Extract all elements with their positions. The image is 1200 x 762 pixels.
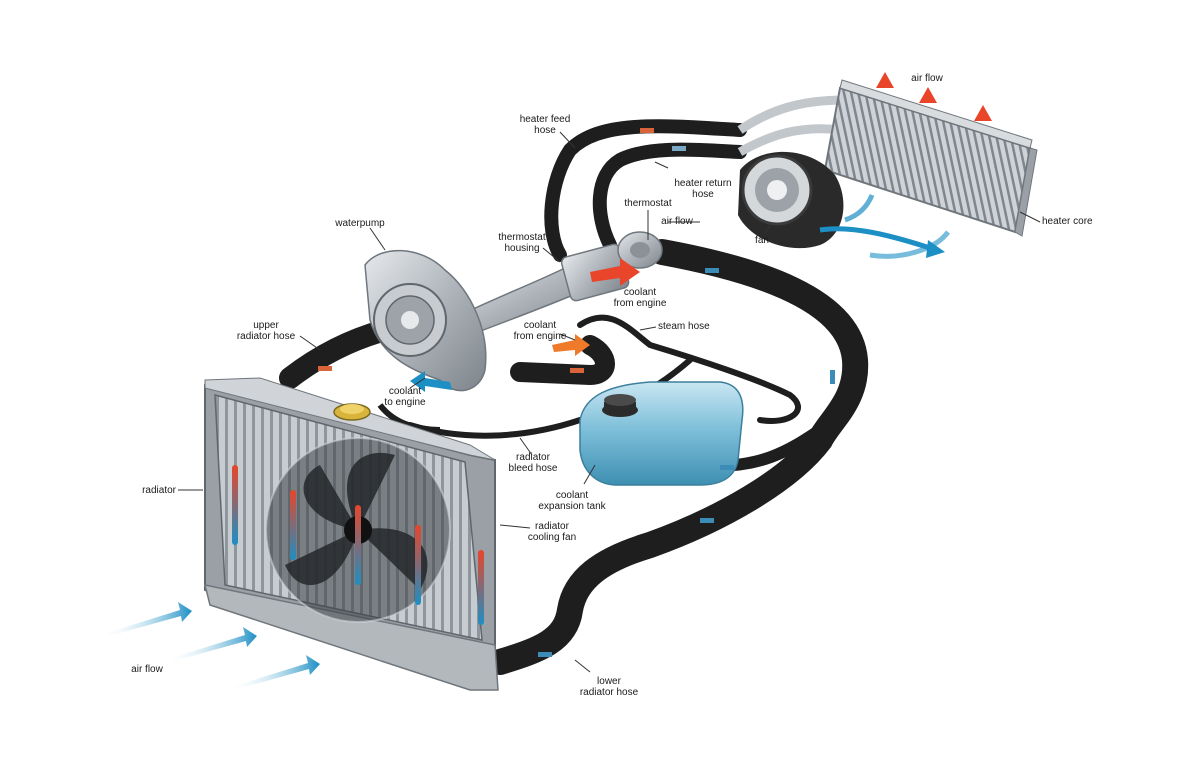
heater-return-hose-shape [592, 142, 747, 252]
lower-radiator-hose-shape [487, 239, 869, 675]
label-thermostat-housing: thermostat housing [494, 232, 550, 254]
radiator-temp-bar-3 [355, 505, 361, 585]
label-thermostat: thermostat [620, 198, 676, 209]
label-line: radiator hose [579, 687, 639, 698]
label-line: from engine [613, 298, 667, 309]
label-line: air flow [131, 664, 163, 675]
label-line: steam hose [658, 321, 710, 332]
label-line: thermostat [498, 232, 546, 243]
coolant-engine-hose-shape [510, 335, 615, 386]
label-coolant-expansion-tank: coolant expansion tank [530, 490, 614, 512]
label-radiator: radiator [120, 485, 176, 496]
label-lower-radiator-hose: lower radiator hose [574, 676, 644, 698]
label-line: from engine [513, 331, 567, 342]
label-line: to engine [384, 397, 426, 408]
label-air-flow-fan: air flow [655, 216, 699, 227]
label-radiator-bleed-hose: radiator bleed hose [505, 452, 561, 474]
label-steam-hose: steam hose [658, 321, 718, 332]
label-line: radiator [142, 485, 176, 496]
air-flow-arrows-fan [819, 193, 951, 259]
label-coolant-from-engine-1: coolant from engine [608, 287, 672, 309]
air-flow-arrows-bottom [100, 602, 320, 691]
label-line: expansion tank [538, 501, 606, 512]
label-line: cooling fan [527, 532, 577, 543]
waterpump-shape [364, 249, 487, 392]
label-line: coolant [388, 386, 422, 397]
label-line: radiator [516, 452, 550, 463]
label-line: coolant [555, 490, 589, 501]
label-line: air flow [911, 73, 943, 84]
label-line: lower [597, 676, 621, 687]
label-line: heater feed [519, 114, 571, 125]
label-heater-feed-hose: heater feed hose [515, 114, 575, 136]
radiator-temp-bar-2 [290, 490, 296, 560]
label-line: housing [504, 243, 540, 254]
label-upper-radiator-hose: upper radiator hose [230, 320, 302, 342]
label-line: thermostat [624, 198, 672, 209]
radiator-temp-bar-1 [232, 465, 238, 545]
label-heater-core: heater core [1042, 216, 1112, 227]
heater-tube-lower [737, 124, 841, 156]
label-line: fan [755, 235, 769, 246]
heater-tube-upper [737, 95, 846, 134]
label-air-flow-top: air flow [905, 73, 949, 84]
label-line: upper [253, 320, 279, 331]
label-line: heater core [1042, 216, 1093, 227]
label-line: hose [534, 125, 556, 136]
label-line: radiator [535, 521, 569, 532]
radiator-temp-bar-5 [478, 550, 484, 625]
label-line: coolant [523, 320, 557, 331]
upper-radiator-hose-shape [279, 319, 396, 389]
label-line: radiator hose [236, 331, 296, 342]
label-fan: fan [750, 235, 774, 246]
steam-hose-shape [577, 314, 801, 424]
label-coolant-from-engine-2: coolant from engine [508, 320, 572, 342]
label-air-flow-bottom: air flow [125, 664, 169, 675]
radiator-temp-bar-4 [415, 525, 421, 605]
label-line: coolant [623, 287, 657, 298]
label-line: heater return [674, 178, 732, 189]
label-heater-return-hose: heater return hose [668, 178, 738, 200]
air-flow-arrows-top [876, 72, 992, 150]
coolant-flow-arrows [318, 128, 835, 657]
label-line: waterpump [335, 218, 385, 229]
heater-fan-shape [738, 151, 844, 249]
label-line: air flow [661, 216, 693, 227]
coolant-expansion-tank-shape [579, 381, 744, 486]
label-line: hose [692, 189, 714, 200]
label-waterpump: waterpump [328, 218, 392, 229]
label-coolant-to-engine: coolant to engine [377, 386, 433, 408]
leader-lines [178, 131, 1041, 673]
label-line: bleed hose [508, 463, 558, 474]
label-radiator-cooling-fan: radiator cooling fan [520, 521, 584, 543]
